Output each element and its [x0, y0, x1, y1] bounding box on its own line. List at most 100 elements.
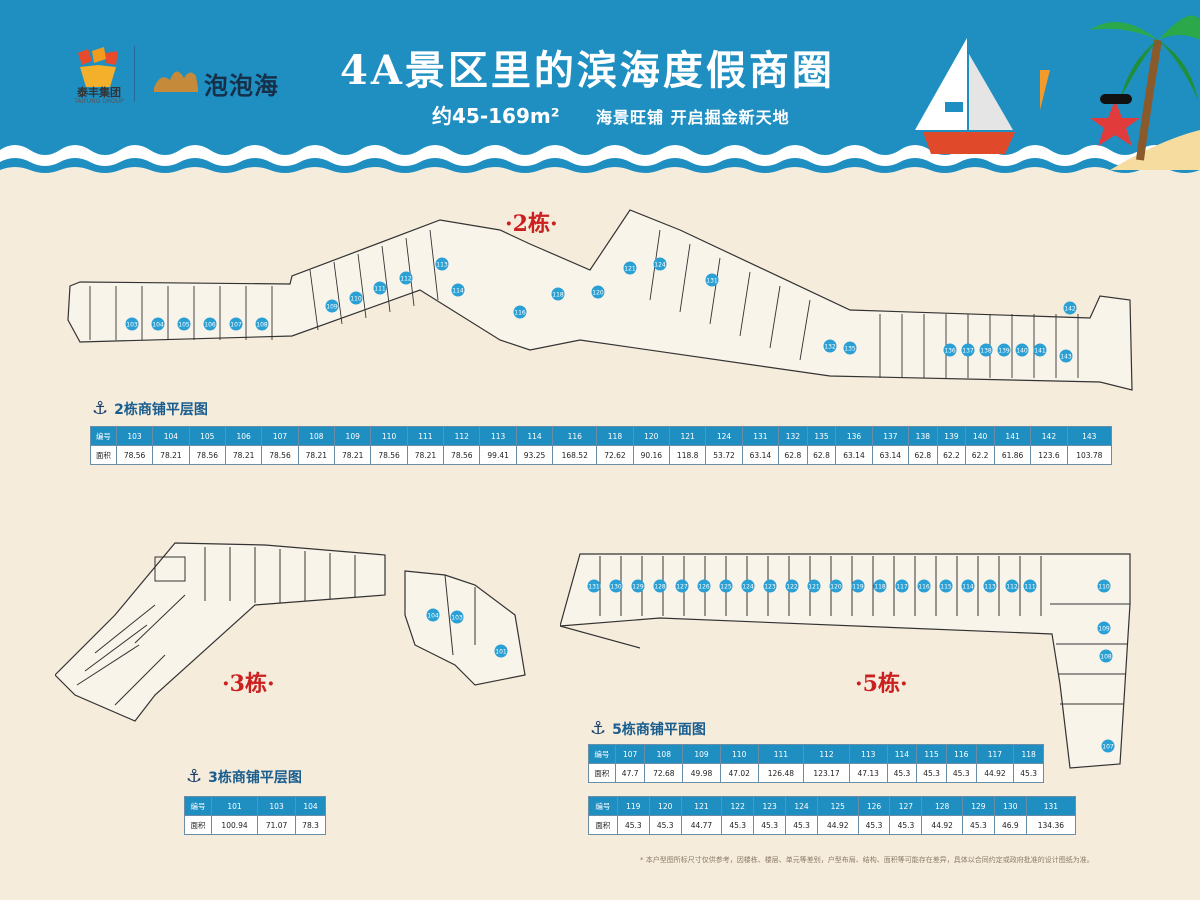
svg-text:116: 116 [918, 584, 930, 591]
b2-unit-104: 104 [152, 426, 190, 446]
table-area-label: 面积 [90, 445, 117, 465]
svg-text:138: 138 [980, 348, 992, 355]
b5-area-107: 47.7 [614, 763, 646, 783]
unit-badge-128: 128 [653, 579, 667, 593]
b2-unit-113: 113 [479, 426, 517, 446]
unit-badge-115: 115 [939, 579, 953, 593]
b5-area-115: 45.3 [916, 763, 947, 783]
b5-unit-107: 107 [614, 744, 646, 764]
unit-badge-135: 135 [843, 341, 857, 355]
anchor-icon: ⚓ [92, 398, 109, 419]
b5-area-126: 45.3 [857, 815, 891, 835]
unit-badge-104: 104 [151, 317, 165, 331]
svg-text:118: 118 [874, 584, 886, 591]
b5-area-131: 134.36 [1025, 815, 1077, 835]
company-name-en: TAIFUNG GROUP [74, 98, 124, 105]
b5-area-127: 45.3 [889, 815, 923, 835]
table-header-label: 编号 [183, 796, 213, 816]
subtitle-area: 约45-169m² [432, 104, 560, 128]
b5-unit-125: 125 [817, 796, 859, 816]
building5-section-title-text: 5栋商铺平面图 [612, 721, 706, 738]
b2-unit-138: 138 [908, 426, 938, 446]
b2-area-109: 78.21 [334, 445, 372, 465]
unit-badge-130: 130 [609, 579, 623, 593]
b2-area-131: 63.14 [741, 445, 780, 465]
b2-area-140: 62.2 [965, 445, 995, 465]
b2-area-114: 93.25 [515, 445, 554, 465]
b5-area-120: 45.3 [648, 815, 682, 835]
unit-badge-138: 138 [979, 343, 993, 357]
b5-unit-111: 111 [757, 744, 805, 764]
svg-text:105: 105 [178, 322, 190, 329]
svg-text:130: 130 [610, 584, 622, 591]
svg-text:103: 103 [451, 615, 463, 622]
svg-text:112: 112 [1006, 584, 1018, 591]
wave-border [0, 145, 1200, 180]
unit-badge-136: 136 [943, 343, 957, 357]
unit-badge-121: 121 [807, 579, 821, 593]
b5-unit-131: 131 [1025, 796, 1077, 816]
b2-unit-139: 139 [936, 426, 967, 446]
svg-text:101: 101 [495, 649, 507, 656]
unit-badge-137: 137 [961, 343, 975, 357]
b5-unit-115: 115 [916, 744, 947, 764]
svg-text:137: 137 [962, 348, 974, 355]
logo-divider [134, 46, 135, 102]
svg-text:127: 127 [676, 584, 688, 591]
svg-text:124: 124 [654, 262, 666, 269]
b5-unit-119: 119 [616, 796, 650, 816]
b5-unit-124: 124 [785, 796, 818, 816]
b5-area-124: 45.3 [785, 815, 818, 835]
brand-camel-icon [154, 71, 198, 92]
b5-area-122: 45.3 [721, 815, 755, 835]
b2-area-120: 90.16 [632, 445, 670, 465]
unit-badge-123: 123 [763, 579, 777, 593]
b5-area-121: 44.77 [680, 815, 723, 835]
building3-section-title: ⚓ 3栋商铺平层图 [186, 766, 302, 787]
building5-label: ·5栋· [855, 671, 908, 697]
unit-badge-108: 108 [255, 317, 269, 331]
b5-unit-127: 127 [889, 796, 923, 816]
unit-badge-125: 125 [719, 579, 733, 593]
unit-badge-108: 108 [1099, 649, 1113, 663]
table-header-label: 编号 [588, 796, 618, 816]
svg-text:117: 117 [896, 584, 908, 591]
b2-unit-112: 112 [443, 426, 481, 446]
svg-text:132: 132 [824, 344, 836, 351]
b3-unit-103: 103 [257, 796, 297, 816]
anchor-icon: ⚓ [590, 718, 607, 739]
b2-unit-106: 106 [224, 426, 263, 446]
b2-unit-109: 109 [334, 426, 372, 446]
svg-text:112: 112 [400, 276, 412, 283]
b2-area-108: 78.21 [297, 445, 336, 465]
unit-badge-112: 112 [399, 271, 413, 285]
table-header-label: 编号 [90, 426, 117, 446]
b2-area-141: 61.86 [993, 445, 1032, 465]
svg-text:135: 135 [844, 346, 856, 353]
b5-area-114: 45.3 [886, 763, 918, 783]
b2-unit-120: 120 [632, 426, 670, 446]
unit-badge-114: 114 [451, 283, 465, 297]
unit-badge-116: 116 [513, 305, 527, 319]
unit-badge-142: 142 [1063, 301, 1077, 315]
svg-text:107: 107 [230, 322, 242, 329]
b5-area-111: 126.48 [757, 763, 805, 783]
footnote: * 本户型图所标尺寸仅供参考，因楼栋、楼层、单元等差别，户型布局、结构、面积等可… [640, 856, 1094, 864]
b2-unit-132: 132 [778, 426, 808, 446]
b5-area-130: 46.9 [993, 815, 1027, 835]
b5-area-108: 72.68 [644, 763, 684, 783]
svg-text:126: 126 [698, 584, 710, 591]
b2-area-104: 78.21 [152, 445, 190, 465]
b5-unit-118: 118 [1013, 744, 1044, 764]
svg-text:103: 103 [126, 322, 138, 329]
svg-text:121: 121 [624, 266, 636, 273]
unit-badge-101: 101 [494, 644, 508, 658]
b5-area-113: 47.13 [848, 763, 888, 783]
unit-badge-121: 121 [623, 261, 637, 275]
unit-badge-109: 109 [325, 299, 339, 313]
b5-unit-110: 110 [719, 744, 759, 764]
